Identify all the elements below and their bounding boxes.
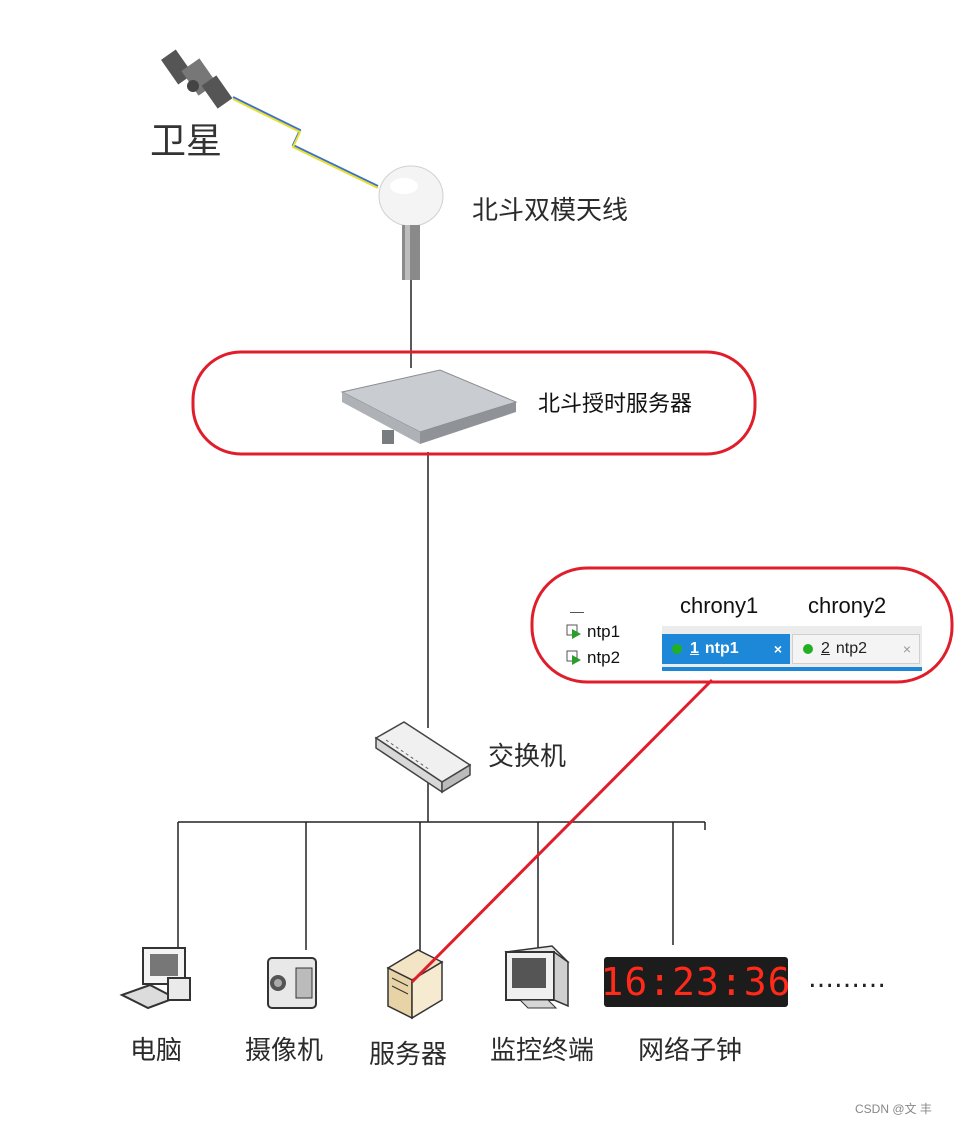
status-dot-icon [803,644,813,654]
ntp-link-line [410,678,714,984]
ntp-list-item-label: ntp2 [587,648,621,667]
network-clock-display: 16:23:36 [600,957,791,1007]
watermark: CSDN @文 丰 [855,1102,932,1116]
antenna-icon [378,165,444,280]
ntp-inset-highlight [530,566,954,684]
network-clock-label: 网络子钟 [638,1036,743,1066]
rack-server-icon [340,369,518,444]
switch-label: 交换机 [488,742,567,772]
ntp-list-item-label: ntp1 [587,622,621,641]
switch-icon [374,721,472,794]
antenna-label: 北斗双模天线 [472,196,629,226]
satellite-label: 卫星 [150,121,223,162]
server-label: 服务器 [369,1040,448,1070]
close-icon[interactable]: × [773,641,782,657]
time-server-label: 北斗授时服务器 [538,392,693,417]
satellite-icon [161,49,233,109]
monitor-terminal-icon [504,945,570,1009]
session-play-icon [566,650,582,666]
status-dot-icon [672,644,682,654]
time-server-highlight [191,350,757,456]
tab-label: ntp2 [835,640,868,657]
computer-icon [119,947,191,1010]
computer-label: 电脑 [130,1036,183,1066]
chrony1-label: chrony1 [680,593,759,618]
tab-bar-underline [662,667,922,671]
list-divider [570,612,584,613]
camera-icon [267,957,317,1009]
camera-label: 摄像机 [245,1036,324,1066]
tab-index: 2 [821,640,830,657]
tab-label: ntp1 [704,640,739,657]
tower-server-icon [386,949,444,1020]
more-devices-ellipsis: ……… [808,964,886,994]
tab-ntp2[interactable]: 2 ntp2 × [792,634,920,664]
ntp-list-item-2[interactable]: ntp2 [566,648,620,668]
tab-index: 1 [690,640,699,657]
ntp-list-item-1[interactable]: ntp1 [566,622,620,642]
chrony2-label: chrony2 [808,593,887,618]
session-play-icon [566,624,582,640]
close-icon[interactable]: × [902,641,911,657]
tab-ntp1[interactable]: 1 ntp1 × [662,634,790,664]
monitor-terminal-label: 监控终端 [490,1036,595,1066]
